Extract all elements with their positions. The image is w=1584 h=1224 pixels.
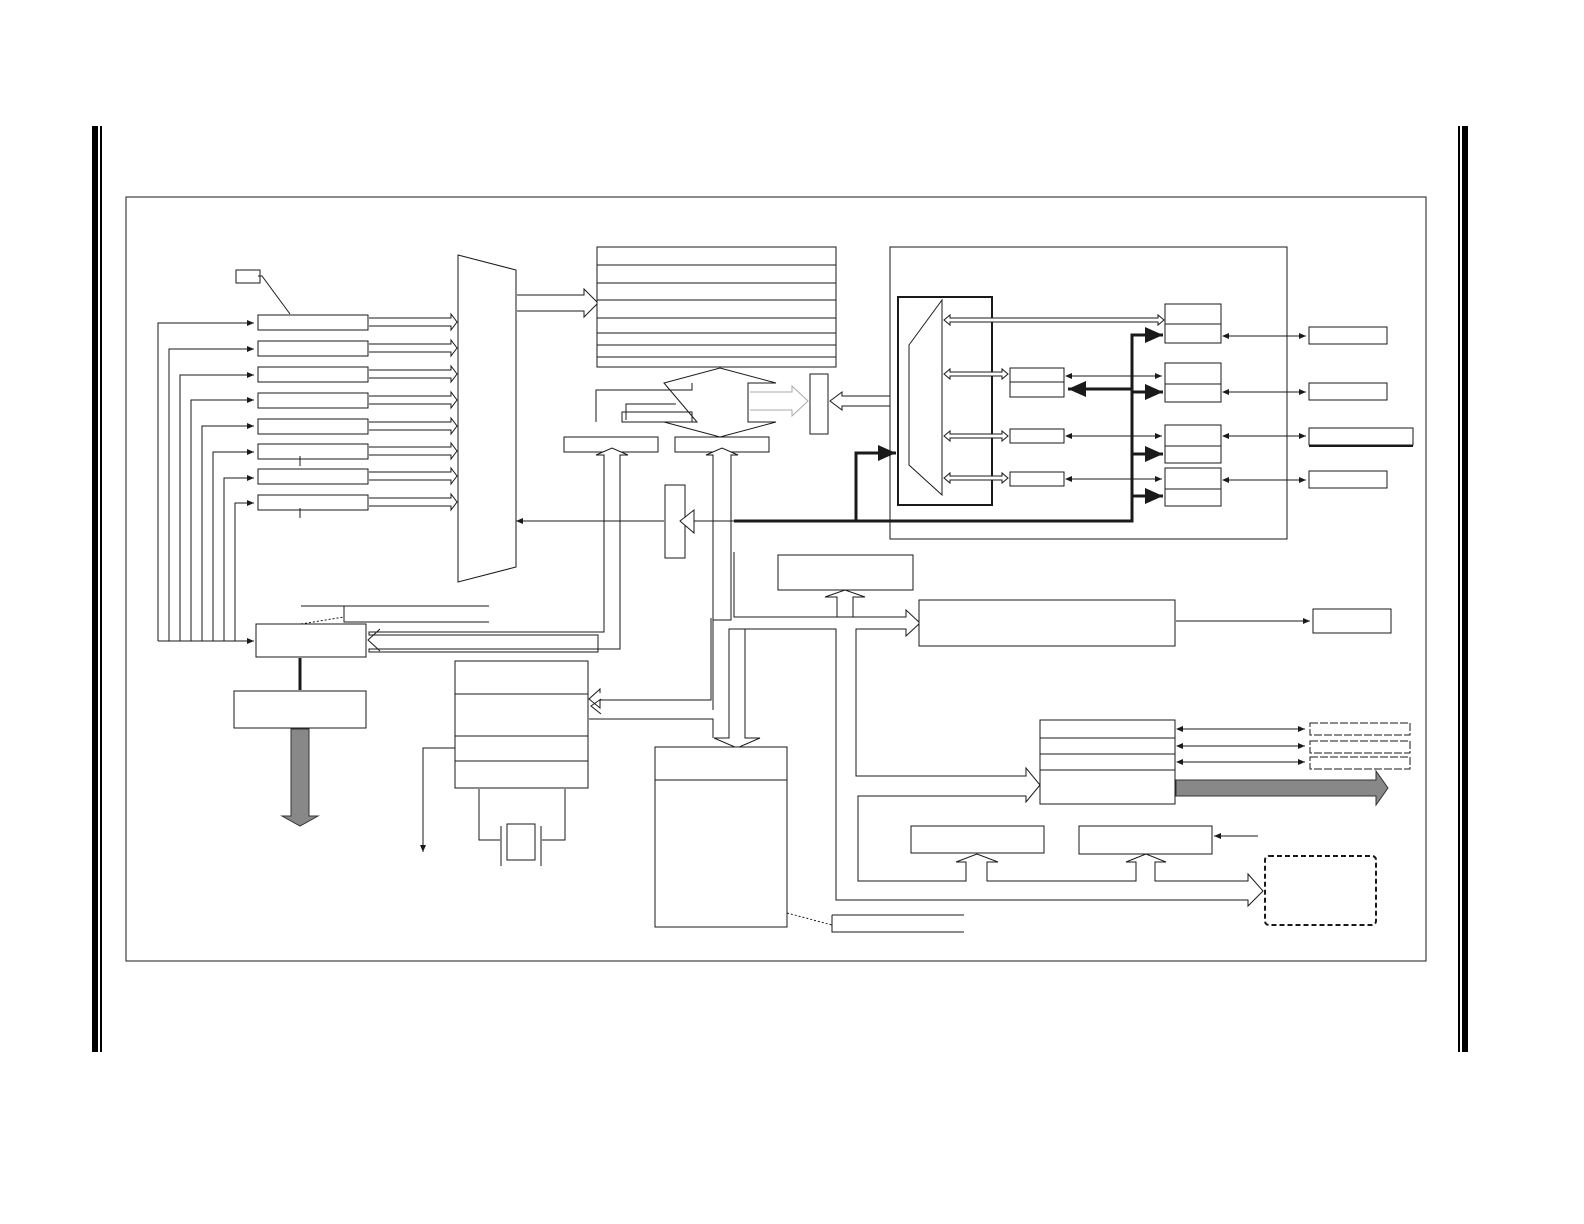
bus-latch — [809, 373, 829, 435]
channel-register — [257, 443, 369, 460]
channel-register — [257, 468, 369, 485]
serial-peripheral — [1039, 719, 1411, 807]
bidirectional-bus-arrow — [621, 367, 777, 438]
pin-block — [1308, 470, 1388, 489]
core-unit-b — [1009, 428, 1065, 444]
serial-output-bus — [1175, 769, 1389, 807]
channel-register — [257, 366, 369, 383]
core-inner-frame — [897, 296, 993, 506]
core-unit-links — [1065, 373, 1162, 482]
peripheral-output-pin — [1312, 608, 1392, 634]
thick-control-bus — [734, 327, 1163, 523]
light-bus-arrow — [750, 384, 809, 418]
clock-block — [420, 660, 589, 866]
pin-block — [1308, 326, 1388, 345]
core-alu — [908, 298, 943, 497]
small-tab-block — [235, 269, 291, 315]
pin-block — [1308, 427, 1414, 446]
program-memory — [654, 746, 788, 928]
index-register-buses — [368, 447, 739, 653]
channel-register — [257, 392, 369, 409]
register-file — [596, 246, 837, 368]
clock-bus-arrow — [588, 618, 712, 710]
timer-block-right — [1078, 825, 1213, 855]
feedback-bus-lines — [157, 320, 254, 644]
control-output-bus — [280, 728, 320, 827]
page-margin-rules — [92, 126, 1468, 1052]
control-output-block — [233, 690, 367, 729]
external-pins — [1222, 326, 1414, 489]
timer-block-left — [910, 825, 1045, 854]
optional-module — [1264, 855, 1377, 926]
peripheral-bus-up — [824, 589, 866, 617]
channel-register — [257, 340, 369, 357]
wide-peripheral-block — [918, 599, 1176, 647]
register-to-mux-arrows — [369, 312, 458, 512]
core-unit-c — [1009, 471, 1065, 487]
pin-block — [1308, 382, 1388, 401]
input-multiplexer — [457, 254, 517, 583]
channel-register-stack — [257, 314, 369, 518]
crystal-icon — [506, 823, 536, 861]
main-system-bus — [713, 552, 1264, 908]
upper-peripheral-block — [777, 554, 914, 591]
control-block — [255, 623, 367, 658]
channel-register — [257, 418, 369, 435]
core-internal-buses — [943, 313, 1165, 485]
port-registers — [1164, 303, 1222, 507]
core-subsystem-frame — [889, 246, 1288, 540]
channel-register — [257, 494, 369, 511]
channel-register — [257, 314, 369, 331]
